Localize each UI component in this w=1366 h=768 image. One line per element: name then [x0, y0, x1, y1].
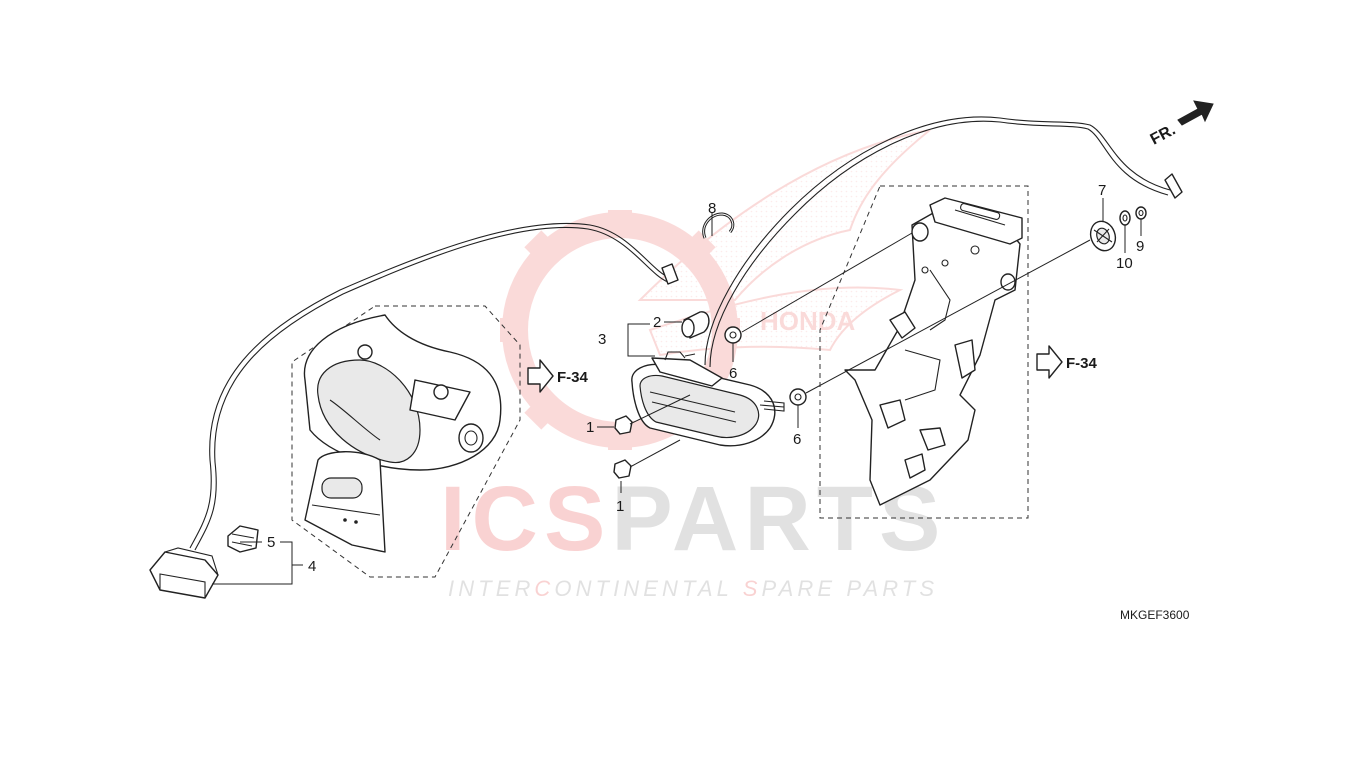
- front-arrow-icon: [1177, 100, 1214, 126]
- tail-light-unit: [631, 351, 785, 447]
- nut-small: [1135, 206, 1147, 220]
- callout-6-lower: 6: [793, 431, 801, 448]
- circlip: [702, 212, 735, 239]
- harness-right: [704, 116, 1183, 368]
- callout-1-upper: 1: [586, 419, 594, 436]
- connector-clip: [227, 525, 259, 553]
- callout-1-lower: 1: [616, 498, 624, 515]
- callout-10: 10: [1116, 255, 1133, 272]
- assembly-lines: [629, 222, 1091, 468]
- svg-text:ICSPARTS: ICSPARTS: [440, 468, 946, 570]
- nut-upper: [614, 415, 633, 435]
- emblem-text: HONDA: [760, 306, 856, 336]
- grommet: [1089, 220, 1117, 252]
- collar: [681, 311, 710, 339]
- washer-upper: [724, 326, 742, 344]
- bracket-assembly-frame: [819, 185, 1029, 519]
- hollow-arrow-icon: [1036, 345, 1063, 379]
- diagram-code: MKGEF3600: [1120, 608, 1190, 622]
- rear-fender-cover: [303, 314, 502, 553]
- washer-lower: [789, 388, 807, 406]
- callout-7: 7: [1098, 182, 1106, 199]
- reference-f34-left: F-34: [527, 359, 589, 393]
- cover-assembly-frame: [291, 305, 521, 578]
- hollow-arrow-icon: [527, 359, 554, 393]
- callout-9: 9: [1136, 238, 1144, 255]
- svg-text:INTERCONTINENTAL SPARE PARTS: INTERCONTINENTAL SPARE PARTS: [448, 576, 938, 601]
- watermark: HONDA: [500, 129, 931, 450]
- callout-2: 2: [653, 314, 661, 331]
- washer-small: [1119, 210, 1131, 226]
- license-plate-bracket: [844, 197, 1023, 506]
- callout-3: 3: [598, 331, 606, 348]
- wing-emblem-icon: [637, 129, 931, 357]
- reference-label: F-34: [557, 369, 589, 386]
- reference-f34-right: F-34: [1036, 345, 1098, 379]
- callout-8: 8: [708, 200, 716, 217]
- front-label: FR.: [1148, 121, 1179, 148]
- front-direction-indicator: FR.: [1148, 100, 1214, 149]
- brand-prefix: ICS: [440, 468, 611, 570]
- callout-5: 5: [267, 534, 275, 551]
- callout-4: 4: [308, 558, 316, 575]
- callout-labels: 1 1 2 3 4 5 6 6 7 8 9 10: [267, 182, 1144, 575]
- harness-left: [149, 222, 679, 599]
- watermark-brand: ICSPARTS INTERCONTINENTAL SPARE PARTS: [440, 468, 946, 601]
- nut-lower: [613, 459, 632, 479]
- reference-label: F-34: [1066, 355, 1098, 372]
- callout-6-upper: 6: [729, 365, 737, 382]
- callout-leaders: [212, 198, 1142, 585]
